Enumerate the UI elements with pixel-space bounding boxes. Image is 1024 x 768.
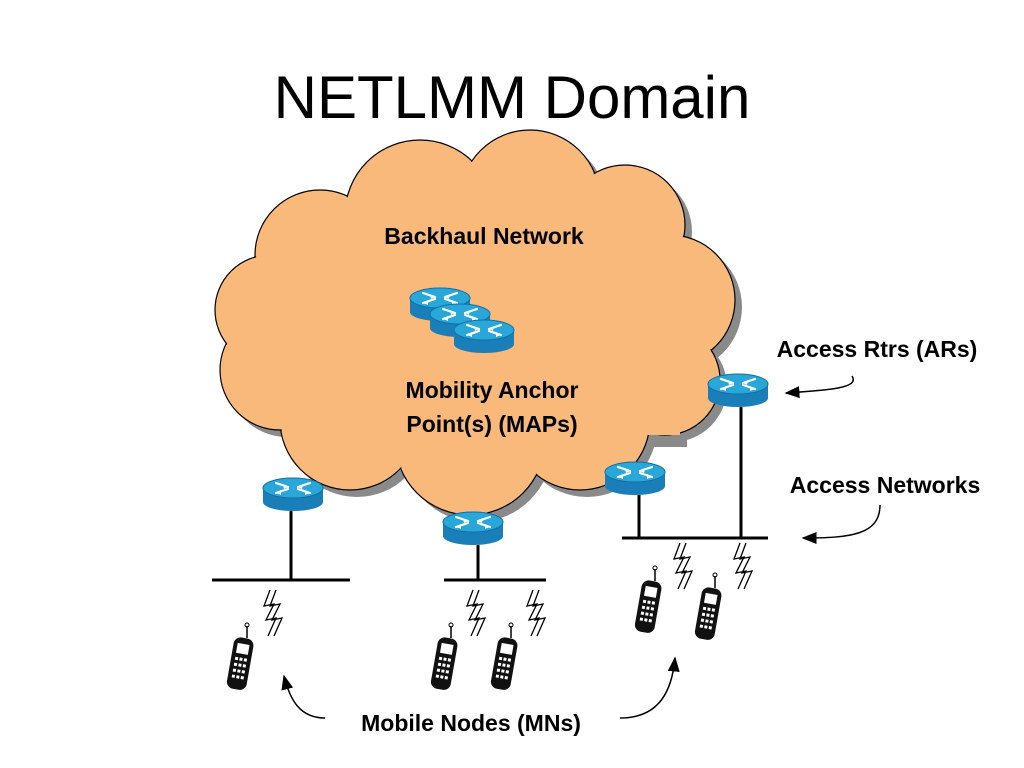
slide-title: NETLMM Domain (273, 64, 751, 131)
access-network-lines (212, 407, 768, 582)
wireless-signal-icon (673, 542, 693, 590)
mobile-phone-icon (489, 622, 520, 692)
mobile-phone-icon (225, 622, 256, 692)
access-routers-label: Access Rtrs (ARs) (777, 336, 978, 362)
wireless-signal-icon (466, 589, 486, 637)
backhaul-network-label: Backhaul Network (384, 223, 584, 249)
mobile-nodes-label: Mobile Nodes (MNs) (361, 710, 581, 736)
router-icon (261, 476, 325, 513)
arrow-icon (281, 674, 326, 719)
mobile-phone-icon (633, 565, 664, 635)
arrow-icon (619, 656, 680, 719)
arrow-icon (801, 504, 881, 544)
router-icon (603, 460, 667, 497)
router-icon (441, 510, 505, 547)
router-icon (706, 372, 770, 409)
wireless-signal-icon (733, 542, 753, 590)
arrow-icon (784, 375, 855, 399)
wireless-signal-icon (263, 589, 283, 637)
access-networks-label: Access Networks (790, 472, 981, 498)
maps-label-line1: Mobility Anchor (406, 377, 579, 403)
mobile-phone-icon (693, 572, 724, 642)
maps-label-line2: Point(s) (MAPs) (406, 411, 577, 437)
mobile-phone-icon (429, 622, 460, 692)
wireless-signal-icon (526, 589, 546, 637)
